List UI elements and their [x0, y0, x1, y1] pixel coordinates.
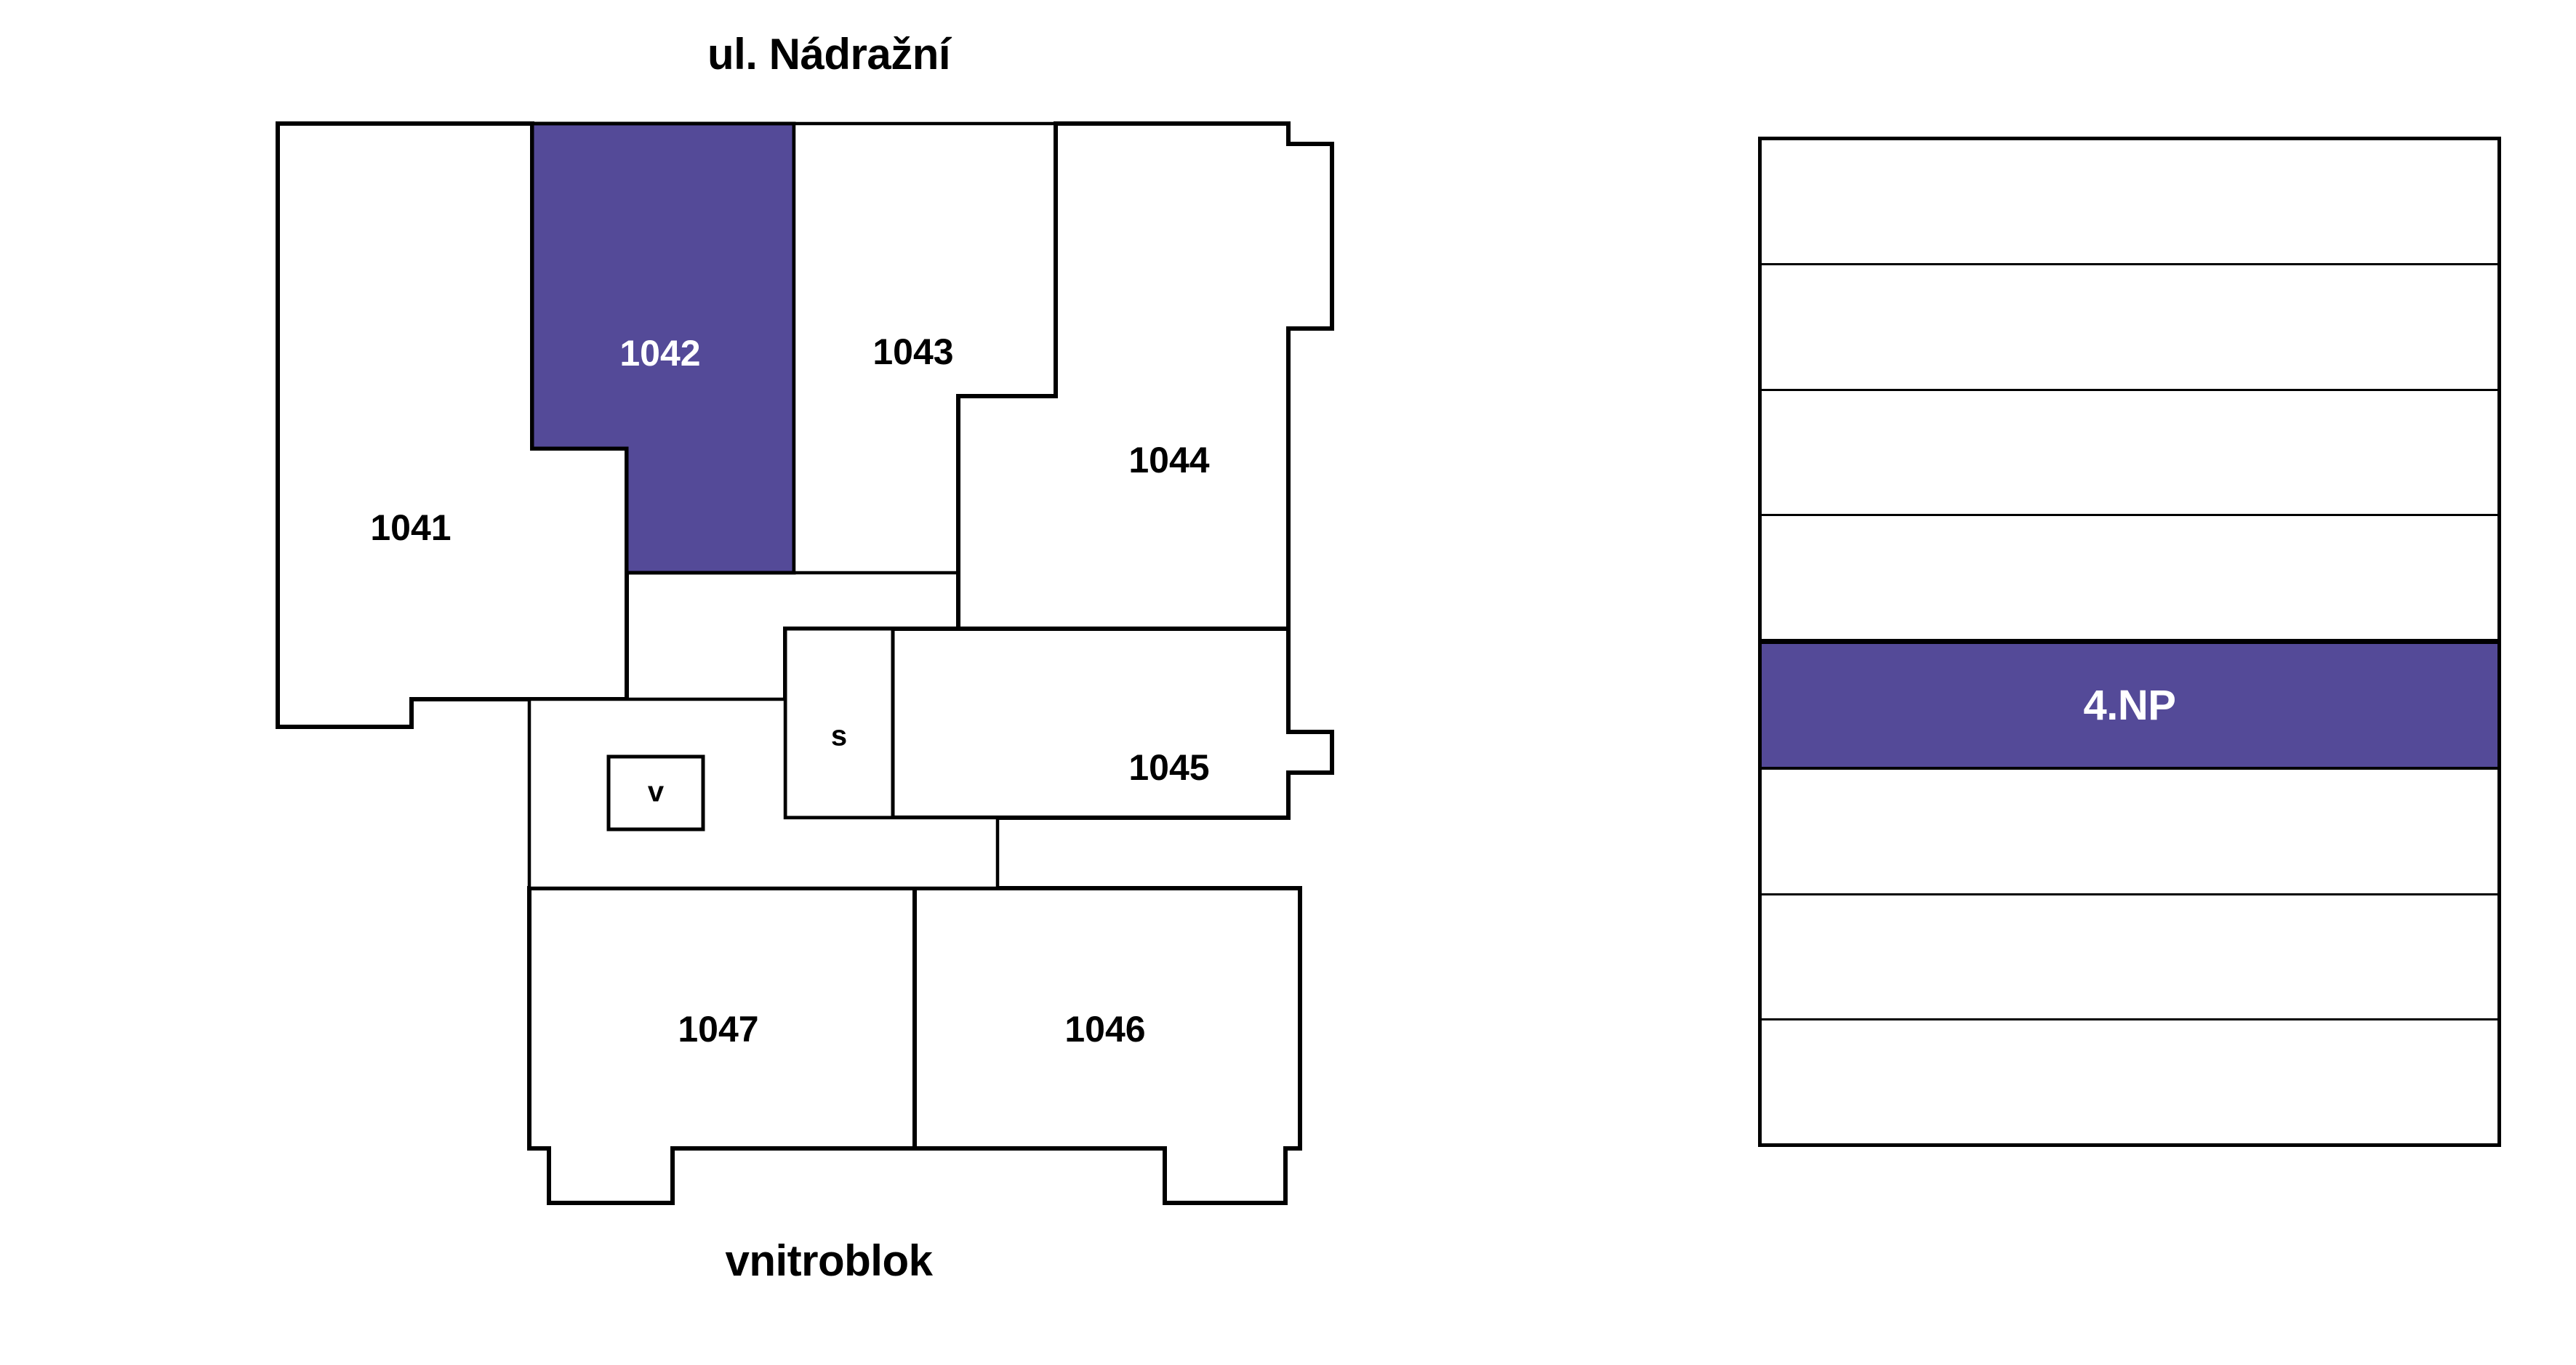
- floor-band-active[interactable]: 4.NP: [1762, 641, 2497, 770]
- service-room-label-v: v: [648, 776, 665, 808]
- service-room-v[interactable]: [606, 754, 705, 832]
- floor-band[interactable]: [1762, 895, 2497, 1020]
- unit-area-1045[interactable]: [785, 629, 1332, 832]
- unit-outline-1044: [956, 121, 1334, 631]
- unit-label-1044: 1044: [1128, 440, 1209, 480]
- street-label-top: ul. Nádražní: [707, 30, 951, 78]
- floor-band[interactable]: [1762, 390, 2497, 516]
- floor-band[interactable]: [1762, 140, 2497, 266]
- floor-band[interactable]: [1762, 515, 2497, 641]
- unit-area-1047[interactable]: [529, 888, 915, 1203]
- unit-outline-1046: [912, 886, 1302, 1205]
- street-label-bottom: vnitroblok: [725, 1236, 933, 1285]
- service-room-label-s: s: [831, 720, 847, 752]
- apartment-floor-plan: 1041 1042 1043 1044 1045 1046 1047 s v: [276, 121, 1334, 1205]
- floor-band-label-active: 4.NP: [2083, 682, 2176, 730]
- floor-band[interactable]: [1762, 265, 2497, 391]
- common-corridor-outline: [529, 697, 1000, 890]
- unit-label-1041: 1041: [370, 507, 451, 548]
- unit-area-1044[interactable]: [958, 124, 1332, 629]
- unit-label-1045: 1045: [1128, 747, 1209, 788]
- unit-label-1043: 1043: [872, 331, 953, 372]
- unit-area-1041[interactable]: [278, 124, 627, 727]
- common-corridor-area: [529, 699, 998, 888]
- unit-label-1046: 1046: [1064, 1009, 1145, 1050]
- floor-band[interactable]: [1762, 770, 2497, 895]
- unit-area-1046[interactable]: [915, 888, 1300, 1203]
- floor-selector-stack: 4.NP: [1758, 137, 2501, 1147]
- unit-area-1043[interactable]: [794, 124, 1056, 573]
- floor-band[interactable]: [1762, 1020, 2497, 1143]
- unit-label-1042: 1042: [619, 333, 700, 374]
- unit-label-1047: 1047: [678, 1009, 758, 1050]
